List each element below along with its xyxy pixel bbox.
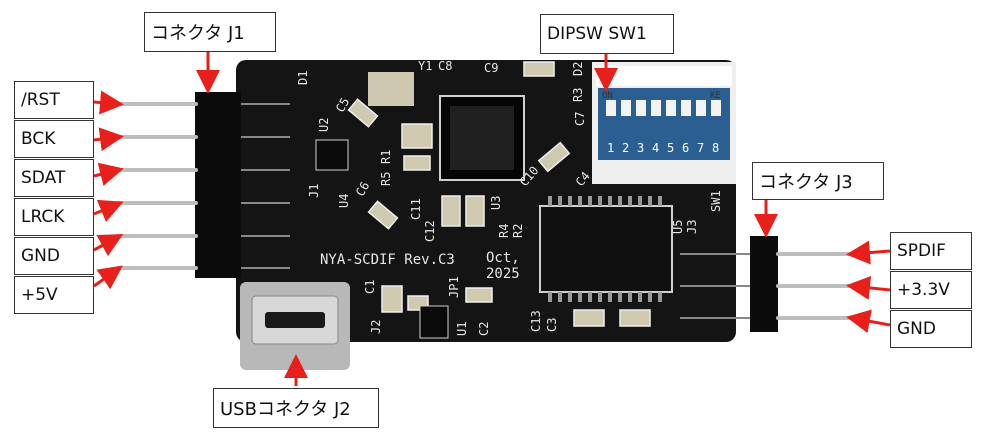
dip-switch-sw1 — [592, 62, 736, 184]
ref-y1: Y1 — [418, 59, 432, 73]
dip-num-8: 8 — [712, 141, 719, 155]
ref-u3: U3 — [489, 196, 503, 210]
ref-c7: C7 — [573, 112, 587, 126]
pin-label-5v: +5V — [14, 276, 94, 314]
ref-d2: D2 — [571, 62, 585, 76]
pin-label-gnd-left: GND — [14, 237, 94, 275]
ref-u5: U5 — [671, 220, 685, 234]
dip-num-1: 1 — [607, 141, 614, 155]
ref-c1: C1 — [363, 280, 377, 294]
ref-j3: J3 — [685, 220, 699, 234]
dip-num-2: 2 — [622, 141, 629, 155]
dip-num-6: 6 — [682, 141, 689, 155]
arrow-bck — [93, 127, 124, 152]
arrow-lrck — [93, 199, 124, 222]
ref-r1: R1 — [379, 150, 393, 164]
silk-date-1: Oct, — [486, 250, 520, 266]
dip-num-5: 5 — [667, 141, 674, 155]
ref-r3: R3 — [571, 88, 585, 102]
ref-c11: C11 — [409, 198, 423, 220]
pin-label-spdif: SPDIF — [890, 232, 972, 270]
j1-header — [116, 92, 290, 278]
ref-c8: C8 — [438, 59, 452, 73]
ref-c2: C2 — [477, 322, 491, 336]
dip-num-7: 7 — [697, 141, 704, 155]
arrow-gnd-left — [93, 234, 124, 257]
j3-header — [680, 236, 854, 332]
ref-r5: R5 — [379, 172, 393, 186]
ic-u2 — [315, 139, 349, 171]
ic-u1 — [419, 305, 449, 339]
arrow-spdif — [846, 240, 891, 265]
dip-num-3: 3 — [637, 141, 644, 155]
ref-u1: U1 — [455, 322, 469, 336]
silk-dip-ke: KE — [710, 91, 721, 101]
ref-c6: C6 — [353, 179, 372, 199]
silkscreen: NYA-SCDIF Rev.C3 Oct, 2025 ON KE 1 2 3 4… — [296, 59, 723, 336]
ref-r4: R4 — [497, 224, 511, 238]
ref-c5: C5 — [333, 95, 352, 115]
pin-label-rst: /RST — [14, 81, 94, 119]
ref-c13: C13 — [529, 310, 543, 332]
ref-j1: J1 — [307, 184, 321, 198]
silk-main: NYA-SCDIF Rev.C3 — [320, 252, 455, 268]
ic-u5 — [539, 196, 673, 302]
arrow-3v3 — [846, 275, 891, 300]
label-j3: コネクタ J3 — [752, 162, 884, 200]
silk-date-2: 2025 — [486, 266, 520, 282]
arrow-gnd-right — [846, 309, 891, 334]
ic-u3 — [439, 95, 525, 181]
dip-num-4: 4 — [652, 141, 659, 155]
pin-label-gnd-right: GND — [890, 310, 972, 348]
arrow-rst — [93, 90, 124, 115]
arrow-5v — [93, 265, 123, 290]
ref-jp1: JP1 — [447, 276, 461, 298]
ref-d1: D1 — [296, 71, 310, 85]
ref-r2: R2 — [511, 224, 525, 238]
label-dipsw: DIPSW SW1 — [540, 14, 674, 54]
pin-label-bck: BCK — [14, 120, 94, 158]
pin-label-sdat: SDAT — [14, 159, 94, 197]
arrow-sdat — [93, 162, 124, 187]
ref-u2: U2 — [317, 118, 331, 132]
ref-sw1: SW1 — [709, 190, 723, 212]
ref-c3: C3 — [545, 318, 559, 332]
callout-arrows — [93, 52, 891, 386]
pin-label-lrck: LRCK — [14, 198, 94, 236]
pin-label-3v3: +3.3V — [890, 271, 972, 309]
label-j1: コネクタ J1 — [144, 12, 276, 52]
ref-c12: C12 — [423, 220, 437, 242]
usb-connector — [240, 282, 350, 370]
ref-j2: J2 — [369, 320, 383, 334]
ref-u4: U4 — [337, 194, 351, 208]
ref-c9: C9 — [484, 61, 498, 75]
silk-dip-on: ON — [602, 91, 613, 101]
label-usb: USBコネクタ J2 — [213, 388, 379, 428]
crystal-y1 — [368, 72, 414, 106]
